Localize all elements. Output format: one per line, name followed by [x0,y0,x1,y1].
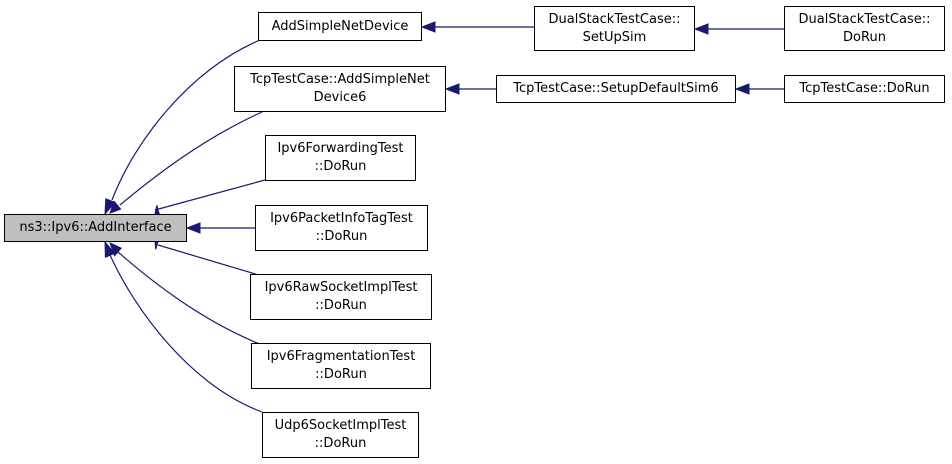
node-dual-stack-dorun[interactable]: DualStackTestCase:: DoRun [784,6,945,51]
node-ipv6-raw-socket-impl-test[interactable]: Ipv6RawSocketImplTest ::DoRun [250,274,432,320]
node-label-line-2: ::DoRun [314,436,367,451]
arrowhead-icon [734,83,750,95]
arrowhead-icon [104,240,116,258]
edge-add-simple-net-device-to-add-interface [111,39,261,201]
node-label-line-2: SetUpSim [582,29,647,45]
node-dual-stack-setupsim[interactable]: DualStackTestCase:: SetUpSim [534,6,695,51]
node-label-line-1: Ipv6PacketInfoTagTest [270,211,413,226]
arrowhead-icon [185,222,201,234]
node-label-line-2: ::DoRun [315,229,368,244]
node-label-line-2: ::DoRun [314,159,367,174]
arrowhead-icon [109,200,122,214]
node-tcp-setup-default-sim6[interactable]: TcpTestCase::SetupDefaultSim6 [496,75,736,103]
node-label-line-1: TcpTestCase::DoRun [799,81,930,96]
node-label-line-2: DoRun [843,29,886,45]
node-label-line-1: Ipv6FragmentationTest [266,349,416,364]
node-label-line-1: TcpTestCase::AddSimpleNet [250,72,430,87]
arrowhead-icon [693,23,709,35]
node-tcp-add-simple-net-device6[interactable]: TcpTestCase::AddSimpleNet Device6 [234,66,446,112]
node-ipv6-forwarding-test[interactable]: Ipv6ForwardingTest ::DoRun [265,135,416,181]
edge-udp6-socket-impl-test-to-add-interface [109,254,263,413]
node-udp6-socket-impl-test[interactable]: Udp6SocketImplTest ::DoRun [262,412,419,458]
node-label-line-1: DualStackTestCase:: [548,11,681,27]
node-label-line-1: Udp6SocketImplTest [274,418,407,433]
node-add-interface: ns3::Ipv6::AddInterface [4,214,187,242]
node-label-line-2: ::DoRun [315,367,367,382]
node-label-line-1: TcpTestCase::SetupDefaultSim6 [513,81,719,96]
node-add-simple-net-device[interactable]: AddSimpleNetDevice [258,12,422,41]
edge-ipv6-raw-socket-impl-test-to-add-interface [157,244,263,277]
node-label-line-2: Device6 [313,90,367,105]
arrowhead-icon [444,83,460,95]
node-label-line-1: Ipv6RawSocketImplTest [264,280,418,295]
node-label-line-1: Ipv6ForwardingTest [277,141,404,156]
node-ipv6-fragmentation-test[interactable]: Ipv6FragmentationTest ::DoRun [251,343,431,389]
arrowhead-icon [109,242,123,257]
node-label-line-1: AddSimpleNetDevice [271,18,409,34]
node-tcp-dorun[interactable]: TcpTestCase::DoRun [784,75,945,103]
node-ipv6-packet-info-tag-test[interactable]: Ipv6PacketInfoTagTest ::DoRun [255,205,428,251]
edge-ipv6-fragmentation-test-to-add-interface [117,251,263,346]
edge-tcp-add-simple-net-device6-to-add-interface [119,111,263,206]
node-label-line-1: DualStackTestCase:: [798,11,931,27]
arrowhead-icon [420,21,436,33]
node-label-line-2: ::DoRun [315,298,367,313]
arrowhead-icon [104,198,116,216]
edge-ipv6-forwarding-test-to-add-interface [154,179,266,211]
node-label-line-1: ns3::Ipv6::AddInterface [19,220,172,235]
